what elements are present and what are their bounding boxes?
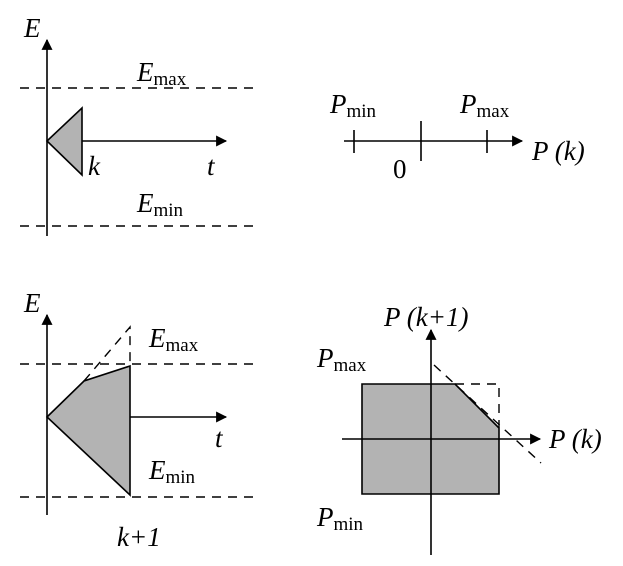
p-min-label: Pmin [316, 502, 364, 535]
e-min-label: Emin [148, 455, 196, 488]
e-max-label: Emax [136, 57, 187, 90]
panel-feasible-power-region: P (k+1) P (k) Pmax Pmin [316, 302, 602, 555]
reachable-energy-triangle [45, 106, 83, 177]
step-label: k+1 [117, 522, 161, 552]
panel-power-axis-k: Pmin Pmax 0 P (k) [329, 89, 585, 184]
time-axis-label: t [215, 423, 224, 453]
panel-energy-step-k-plus-1: E t Emax Emin k+1 [20, 288, 255, 552]
energy-limit-line [433, 364, 542, 464]
step-label: k [88, 151, 101, 181]
reachable-energy-region [45, 364, 131, 497]
p-k-axis-label: P (k) [548, 424, 602, 454]
power-axis-label: P (k) [531, 136, 585, 166]
p-max-label: Pmax [316, 343, 367, 376]
p-min-label: Pmin [329, 89, 377, 122]
zero-label: 0 [393, 154, 407, 184]
panel-energy-step-k: E t k Emax Emin [20, 13, 255, 236]
unconstrained-upper-bound [83, 325, 131, 382]
e-max-label: Emax [148, 323, 199, 356]
p-k-plus-1-axis-label: P (k+1) [383, 302, 468, 332]
energy-axis-label: E [23, 13, 41, 43]
energy-axis-label: E [23, 288, 41, 318]
e-min-label: Emin [136, 188, 184, 221]
p-max-label: Pmax [459, 89, 510, 122]
time-axis-label: t [207, 151, 216, 181]
